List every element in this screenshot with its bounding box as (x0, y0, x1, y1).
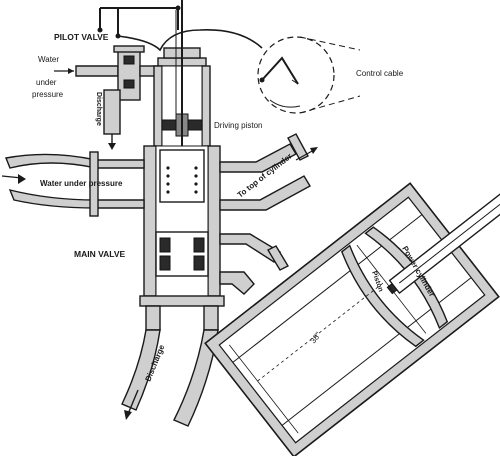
outlet-pipe-lower (219, 233, 289, 295)
inlet-pipe (1, 151, 145, 217)
water-label-line2: under (36, 78, 57, 87)
power-cylinder (204, 182, 500, 456)
outlet-pipe-top (219, 133, 318, 211)
driving-piston-label: Driving piston (214, 121, 262, 130)
pilot-valve (54, 45, 159, 150)
discharge-pipe (121, 329, 219, 427)
main-valve-label: MAIN VALVE (74, 249, 125, 259)
control-linkage (97, 5, 263, 52)
water-label-line1: Water (38, 55, 59, 64)
pilot-valve-label: PILOT VALVE (54, 32, 109, 42)
main-valve-column (139, 0, 225, 331)
control-cable-pulley (257, 36, 361, 114)
control-cable-label: Control cable (356, 69, 404, 78)
discharge-top-label: Discharge (95, 92, 102, 126)
water-label-line3: pressure (32, 90, 64, 99)
water-under-pressure-label: Water under pressure (40, 179, 123, 188)
